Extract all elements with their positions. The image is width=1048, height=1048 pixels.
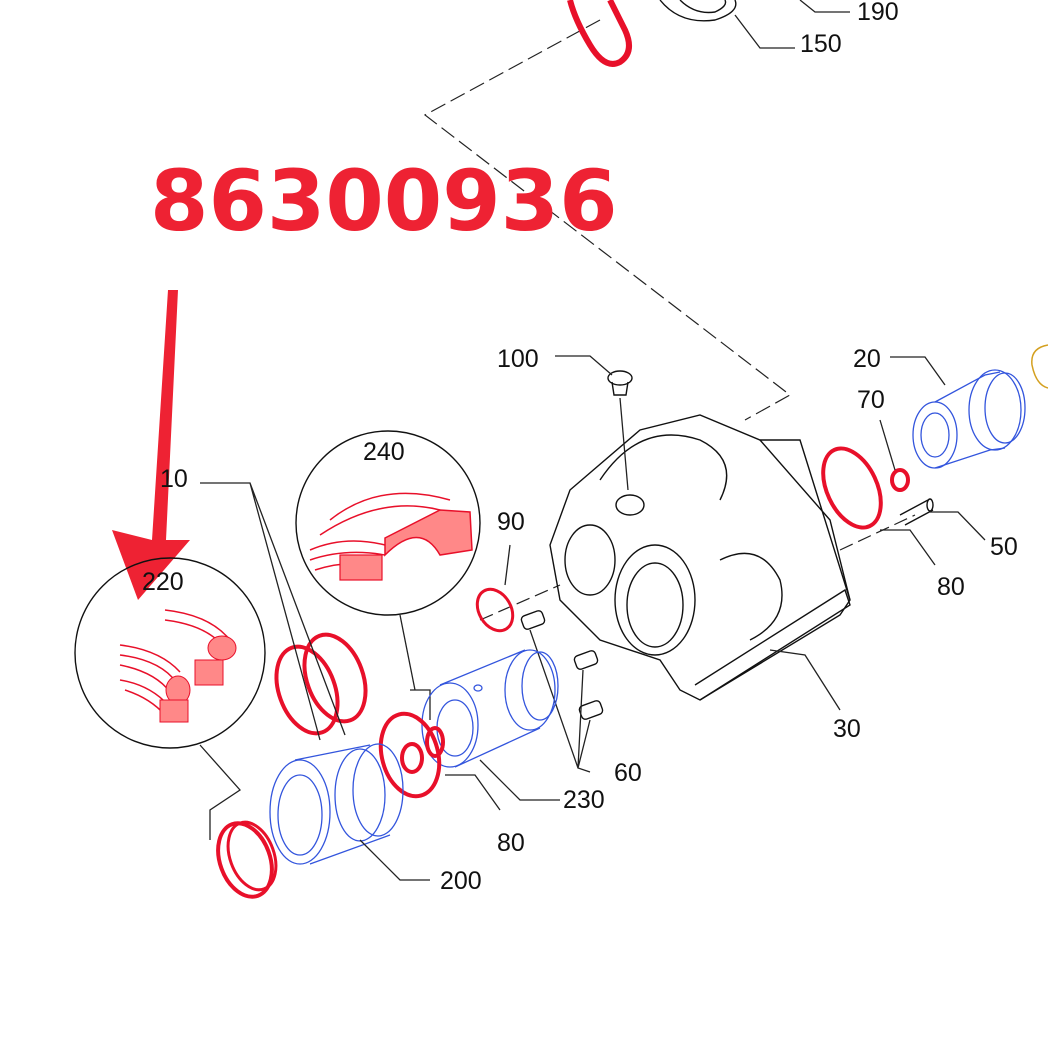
pin-50 bbox=[899, 498, 934, 526]
callout-90: 90 bbox=[497, 508, 525, 536]
detail-circle-240 bbox=[295, 430, 481, 616]
callout-50: 50 bbox=[990, 533, 1018, 561]
callout-20: 20 bbox=[853, 345, 881, 373]
callout-100: 100 bbox=[497, 345, 539, 373]
callout-190: 190 bbox=[857, 0, 899, 26]
part-150 bbox=[659, 0, 737, 22]
part-20 bbox=[912, 369, 1026, 469]
callout-220: 220 bbox=[142, 568, 184, 596]
detail-circle-220 bbox=[74, 557, 266, 749]
callout-10: 10 bbox=[160, 465, 188, 493]
callout-30: 30 bbox=[833, 715, 861, 743]
ring-210-b bbox=[302, 632, 368, 724]
oring-80 bbox=[378, 711, 442, 799]
callout-230: 230 bbox=[563, 786, 605, 814]
oring-small bbox=[400, 742, 424, 774]
yellow-part-edge bbox=[1031, 344, 1048, 389]
assembly-dashed-line bbox=[423, 19, 792, 421]
plug-100 bbox=[607, 370, 633, 396]
oring-90 bbox=[475, 587, 515, 633]
callout-70: 70 bbox=[857, 386, 885, 414]
callout-240: 240 bbox=[363, 438, 405, 466]
fittings-60 bbox=[520, 610, 604, 720]
top-red-seal bbox=[567, 0, 632, 67]
callout-60: 60 bbox=[614, 759, 642, 787]
oring-small-2 bbox=[425, 726, 445, 758]
seal-220-section bbox=[119, 609, 237, 723]
seal-240-section bbox=[309, 492, 473, 581]
seal-ring-220 bbox=[216, 821, 274, 899]
oring-large-right bbox=[821, 446, 883, 530]
callout-80-right: 80 bbox=[937, 573, 965, 601]
piston-230 bbox=[421, 649, 559, 768]
axis-dashed-line bbox=[479, 514, 916, 621]
red-arrow-icon bbox=[112, 290, 190, 600]
ring-210-a bbox=[274, 644, 340, 736]
callout-200: 200 bbox=[440, 867, 482, 895]
seal-ring-220-b bbox=[226, 820, 278, 892]
oring-70 bbox=[890, 468, 910, 492]
callout-150: 150 bbox=[800, 30, 842, 58]
housing-part-30 bbox=[549, 414, 851, 701]
callout-80-bottom: 80 bbox=[497, 829, 525, 857]
part-number-label: 86300936 bbox=[150, 152, 618, 250]
sleeve-200 bbox=[269, 743, 404, 865]
